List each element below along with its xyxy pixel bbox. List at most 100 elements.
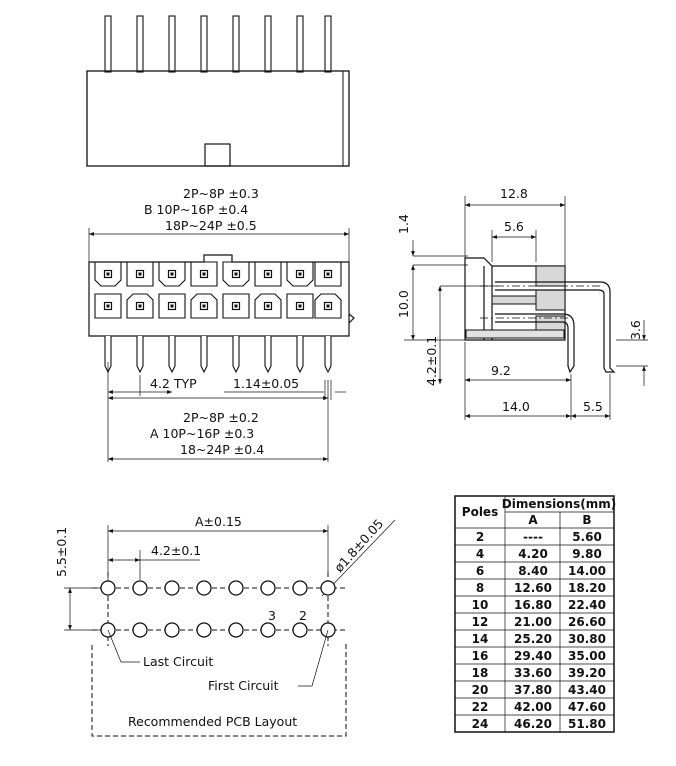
side-height-small: 1.4 — [396, 214, 411, 234]
top-pin — [232, 15, 240, 73]
top-pin — [168, 15, 176, 73]
cavity-pin-core — [106, 304, 110, 308]
table-cell: 8 — [476, 581, 484, 595]
front-view: 2P~8P ±0.3 B 10P~16P ±0.4 18P~24P ±0.5 4… — [88, 186, 355, 462]
th-poles: Poles — [462, 505, 498, 519]
cavity — [286, 261, 314, 287]
table-cell: 9.80 — [572, 547, 602, 561]
table-cell: 33.60 — [514, 666, 552, 680]
pcb-num-2: 2 — [299, 608, 307, 623]
tol-a-line3: 18~24P ±0.4 — [180, 442, 264, 457]
pcb-hole — [292, 622, 308, 638]
table-cell: ---- — [523, 530, 543, 544]
tol-b-line1: 2P~8P ±0.3 — [183, 186, 259, 201]
cavity-pin-core — [106, 272, 110, 276]
tol-a-line2: A 10P~16P ±0.3 — [150, 426, 254, 441]
pcb-num-3: 3 — [268, 608, 276, 623]
cavity — [94, 293, 122, 319]
pcb-a-dim: A±0.15 — [195, 514, 242, 529]
cavity — [254, 261, 282, 287]
leader-line — [298, 629, 329, 687]
pitch-label: 4.2 TYP — [150, 376, 197, 391]
pcb-hole — [320, 580, 336, 596]
top-view — [86, 15, 350, 167]
cavity-pin-core — [326, 272, 330, 276]
cavity-pin-core — [202, 304, 206, 308]
pcb-hole — [132, 622, 148, 638]
cavity — [286, 293, 314, 319]
side-span2: 14.0 — [502, 399, 530, 414]
table-cell: 24 — [472, 717, 489, 731]
side-offset: 4.2±0.1 — [424, 336, 439, 386]
side-height: 10.0 — [396, 290, 411, 318]
hatch-block — [535, 265, 566, 287]
cavity — [314, 293, 342, 319]
table-cell: 29.40 — [514, 649, 552, 663]
table-cell: 25.20 — [514, 632, 552, 646]
hatch-block — [465, 329, 565, 339]
top-pin — [296, 15, 304, 73]
cavity-pin-core — [298, 304, 302, 308]
cavity-grid — [94, 261, 342, 319]
housing-outline — [88, 254, 350, 337]
front-pin — [324, 336, 332, 374]
last-circuit-label: Last Circuit — [143, 654, 213, 669]
top-latch — [204, 143, 231, 167]
tol-b-line2: B 10P~16P ±0.4 — [144, 202, 248, 217]
cavity — [190, 293, 218, 319]
table-cell: 14 — [472, 632, 489, 646]
table-cell: 5.60 — [572, 530, 602, 544]
top-housing — [86, 70, 350, 167]
table-cell: 46.20 — [514, 717, 552, 731]
table-cell: 39.20 — [568, 666, 606, 680]
leader-line — [321, 519, 396, 597]
bent-pin-lower — [495, 313, 575, 374]
cavity — [158, 261, 186, 287]
top-pin — [136, 15, 144, 73]
table-cell: 18.20 — [568, 581, 606, 595]
pcb-hole — [196, 622, 212, 638]
th-a: A — [528, 513, 538, 527]
th-dims: Dimensions(mm) — [502, 497, 616, 511]
table-cell: 16 — [472, 649, 489, 663]
cavity — [158, 293, 186, 319]
table-cell: 18 — [472, 666, 489, 680]
pcb-hole — [228, 580, 244, 596]
pcb-caption: Recommended PCB Layout — [128, 714, 297, 729]
table-cell: 12.60 — [514, 581, 552, 595]
top-pin — [324, 15, 332, 73]
tol-b-line3: 18P~24P ±0.5 — [165, 218, 257, 233]
table-cell: 47.60 — [568, 700, 606, 714]
table-cell: 51.80 — [568, 717, 606, 731]
cavity-pin-core — [266, 272, 270, 276]
front-pin — [232, 336, 240, 374]
table-border — [454, 495, 615, 733]
top-pin — [104, 15, 112, 73]
pcb-holes — [100, 580, 336, 638]
pcb-hole — [164, 622, 180, 638]
front-pins — [104, 336, 332, 374]
pcb-hole — [100, 580, 116, 596]
pcb-outline — [91, 644, 347, 737]
hatch-block — [491, 295, 537, 305]
cavity — [190, 261, 218, 287]
latch-tab — [348, 313, 355, 324]
side-span3: 5.5 — [583, 399, 603, 414]
table-cell: 37.80 — [514, 683, 552, 697]
table-cell: 2 — [476, 530, 484, 544]
pcb-pitch: 4.2±0.1 — [151, 543, 201, 558]
cavity — [94, 261, 122, 287]
table-cell: 6 — [476, 564, 484, 578]
pcb-hole — [132, 580, 148, 596]
cavity — [254, 293, 282, 319]
table-cell: 16.80 — [514, 598, 552, 612]
cavity-pin-core — [326, 304, 330, 308]
leader-line — [107, 629, 140, 663]
cavity-pin-core — [138, 272, 142, 276]
cavity — [126, 261, 154, 287]
cavity-pin-core — [170, 272, 174, 276]
table-cell: 4 — [476, 547, 484, 561]
table-cell: 22 — [472, 700, 489, 714]
side-inner: 5.6 — [504, 219, 524, 234]
